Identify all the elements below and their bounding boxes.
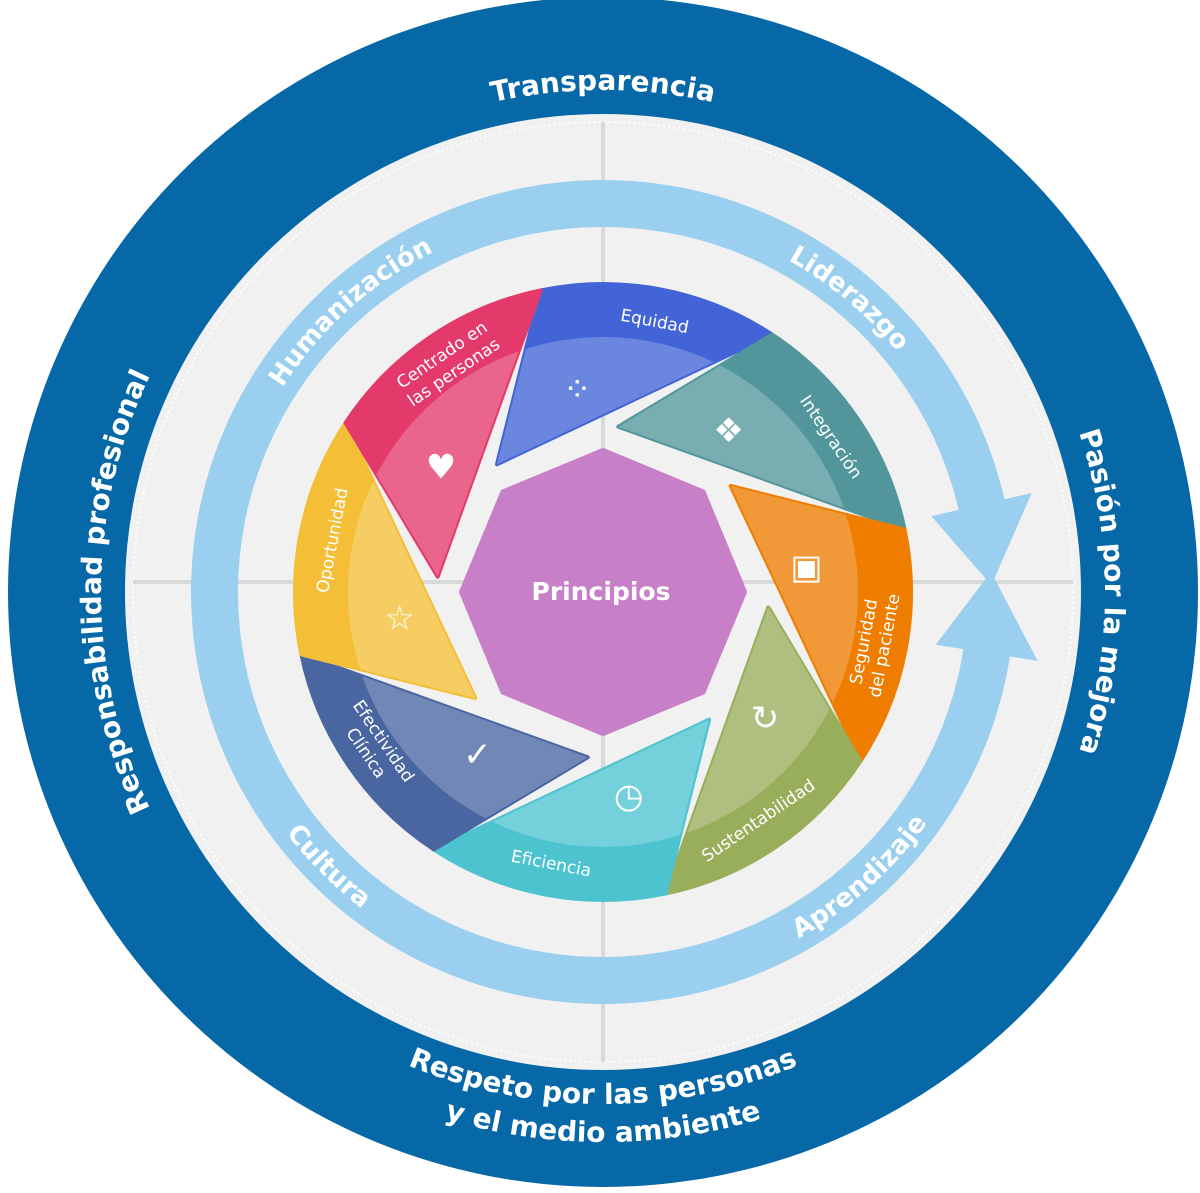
cycle-arrow-bottom — [191, 592, 1011, 1004]
arrowhead-up — [935, 571, 1038, 661]
center-octagon-shape — [459, 448, 747, 736]
principle-blades: ⁘Equidad❖Integración▣Seguridaddel pacien… — [293, 282, 913, 902]
check-circle-icon: ✓ — [463, 735, 492, 775]
blade-shape — [663, 605, 863, 896]
clock-icon: ◷ — [614, 776, 644, 816]
star-icon: ☆ — [384, 599, 414, 639]
blade-inner-highlight — [665, 607, 858, 847]
blade-7: ☆Oportunidad — [293, 420, 478, 701]
blade-shape — [494, 282, 775, 467]
blade-3: ▣Seguridaddel paciente — [728, 483, 913, 764]
blade-shape — [616, 332, 907, 532]
blade-shape — [299, 652, 590, 852]
blade-shape — [728, 483, 913, 764]
center-title: Principios — [532, 577, 671, 606]
person-heart-icon: ♥ — [426, 447, 456, 487]
blade-inner-highlight — [348, 337, 541, 577]
clipboard-shield-icon: ▣ — [790, 547, 822, 587]
blade-1: ⁘Equidad — [494, 282, 775, 467]
improvement-cycle-arrows — [191, 180, 1038, 1004]
blade-shape — [343, 288, 543, 579]
blade-5: ◷Eficiencia — [431, 717, 712, 902]
center-octagon: Principios — [459, 448, 747, 736]
network-icon: ❖ — [713, 411, 743, 451]
blade-6: ✓EfectividadClínica — [299, 652, 590, 852]
cycle-arrow-top — [191, 180, 1006, 592]
blade-inner-highlight — [618, 337, 858, 530]
dots-grid-icon: ⁘ — [563, 370, 592, 410]
blade-shape — [293, 420, 478, 701]
blade-shape — [431, 717, 712, 902]
cycle-icon: ↻ — [751, 699, 780, 739]
dotted-border — [132, 121, 1074, 1063]
arrowhead-down — [931, 493, 1032, 586]
blade-inner-highlight — [348, 654, 588, 847]
